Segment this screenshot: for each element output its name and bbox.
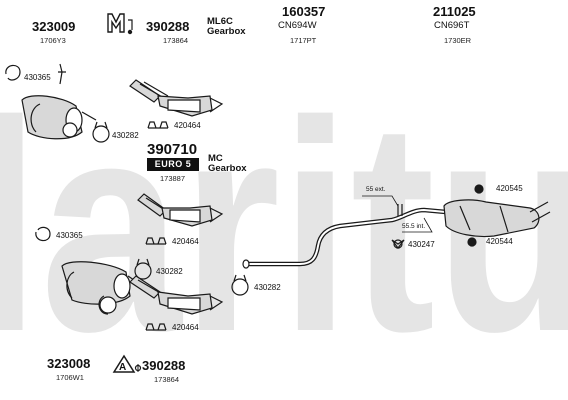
oem-code: CN694W	[278, 20, 317, 31]
engine-tag: ML6C Gearbox	[207, 17, 246, 37]
main-exhaust-line	[242, 199, 551, 269]
rear-silencer-top-left	[21, 95, 97, 140]
part-number: 390288	[146, 19, 190, 34]
clamp-430282-right-icon	[231, 274, 249, 296]
rubber-420544-icon	[467, 237, 477, 247]
catalyst-bottom	[129, 275, 224, 315]
reference-code: 173864	[154, 375, 180, 384]
engine-code: MC	[208, 153, 223, 164]
clamp-label: 430282	[254, 283, 281, 292]
clamp-430282-mid-icon	[134, 258, 152, 280]
clamp-label: 430365	[56, 231, 83, 240]
dimension-arrows	[362, 195, 433, 233]
engine-code: ML6C	[207, 16, 233, 27]
reference-code: 173887	[160, 174, 186, 183]
mount-420464-top-icon	[147, 121, 169, 129]
reference-code: 1730ER	[444, 36, 472, 45]
rubber-mount-label: 420545	[496, 184, 523, 193]
gearbox-label: Gearbox	[207, 25, 246, 37]
reference-code: 1706W1	[56, 373, 84, 382]
engine-icon	[107, 13, 133, 35]
mount-420464-mid-icon	[145, 237, 167, 245]
pipe-diameter-internal: 55.5 int.	[402, 223, 426, 230]
warning-icon: A	[112, 354, 142, 373]
svg-text:A: A	[119, 362, 126, 373]
mount-label: 420464	[174, 121, 201, 130]
part-number: 211025	[433, 4, 476, 19]
catalyst-top	[129, 79, 224, 117]
clamp-label: 430282	[156, 267, 183, 276]
mount-420464-bot-icon	[145, 323, 167, 331]
part-number: 160357	[282, 4, 326, 19]
reference-code: 1717PT	[290, 36, 317, 45]
clamp-430365-top-icon	[5, 63, 66, 85]
mount-label: 420464	[172, 323, 199, 332]
part-number: 323009	[32, 19, 76, 34]
part-number: 390288	[142, 358, 186, 373]
clamp-label: 430365	[24, 73, 51, 82]
clamp-430282-top-icon	[92, 121, 110, 143]
catalyst-middle	[137, 193, 224, 227]
part-number: 323008	[47, 356, 91, 371]
reference-code: 1706Y3	[40, 36, 66, 45]
reference-code: 173864	[163, 36, 189, 45]
clamp-430365-mid-icon	[35, 226, 51, 242]
clamp-label: 430282	[112, 131, 139, 140]
rubber-mount-label: 420544	[486, 237, 513, 246]
rubber-420545-icon	[474, 184, 484, 194]
part-number: 390710	[147, 141, 198, 158]
rear-silencer-bottom-left	[61, 261, 141, 315]
engine-tag: MC Gearbox	[208, 154, 247, 174]
emission-badge: EURO 5	[147, 158, 199, 171]
clamp-label: 430247	[408, 240, 435, 249]
mount-label: 420464	[172, 237, 199, 246]
clamp-430247-icon	[391, 239, 405, 249]
oem-code: CN696T	[434, 20, 470, 31]
pipe-diameter-external: 55 ext.	[366, 186, 386, 193]
gearbox-label: Gearbox	[208, 162, 247, 174]
